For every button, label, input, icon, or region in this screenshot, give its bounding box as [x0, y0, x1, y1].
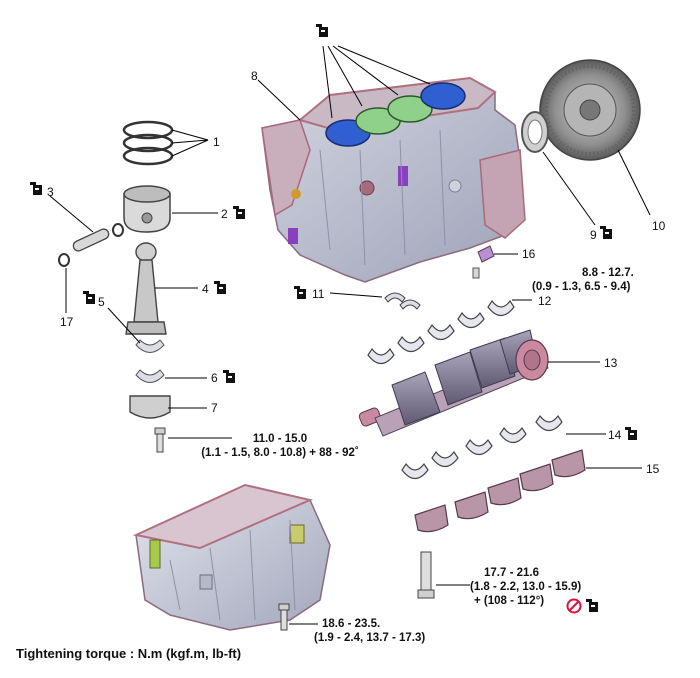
- cylinder-bore-3: [387, 95, 433, 123]
- callout-13: 13: [604, 356, 618, 370]
- callout-15: 15: [646, 462, 660, 476]
- leader-5: [107, 307, 141, 344]
- callout-16: 16: [522, 247, 536, 261]
- torque-main-bolt-line2: (1.8 - 2.2, 13.0 - 15.9): [470, 581, 582, 593]
- snap-ring-right: [112, 223, 124, 237]
- callout-5: 5: [98, 295, 105, 309]
- callout-7: 7: [211, 401, 218, 415]
- callout-4: 4: [202, 282, 209, 296]
- torque-pan-bolt-line1: 18.6 - 23.5.: [322, 618, 381, 630]
- main-bearing-caps: [414, 449, 586, 533]
- crankshaft: [358, 329, 549, 437]
- leader-9: [542, 151, 596, 226]
- callout-12: 12: [538, 294, 552, 308]
- callout-17: 17: [60, 315, 74, 329]
- upper-main-bearings: [367, 299, 515, 365]
- callout-11: 11: [312, 287, 325, 301]
- connecting-rod: [125, 242, 167, 335]
- leader-10: [617, 149, 651, 216]
- piston-pin: [72, 228, 110, 252]
- rod-bearing-upper: [135, 339, 165, 353]
- callout-14: 14: [608, 428, 622, 442]
- lower-main-bearings: [401, 414, 563, 480]
- torque-pan-bolt-line2: (1.9 - 2.4, 13.7 - 17.3): [314, 632, 426, 644]
- callout-3: 3: [47, 185, 54, 199]
- oil-can-icon: [316, 24, 328, 37]
- callout-9: 9: [590, 228, 597, 242]
- oil-can-icon: [625, 427, 637, 440]
- piston: [123, 185, 171, 233]
- torque-oil-jet: 8.8 - 12.7. (0.9 - 1.3, 6.5 - 9.4): [532, 266, 634, 294]
- oil-can-icon: [233, 206, 245, 219]
- rod-cap: [129, 395, 171, 419]
- oil-can-icon: [223, 370, 235, 383]
- snap-ring-left: [58, 253, 70, 267]
- bore-arrows: [322, 45, 431, 119]
- leader-1: [171, 129, 209, 157]
- cylinder-block: [261, 76, 526, 283]
- do-not-reuse-icon: [566, 598, 582, 614]
- leader-3: [49, 195, 94, 233]
- torque-rod-bolt-line1: 11.0 - 15.0: [252, 433, 308, 445]
- torque-pan-bolt: 18.6 - 23.5. (1.9 - 2.4, 13.7 - 17.3): [314, 617, 425, 645]
- oil-can-icon: [214, 281, 226, 294]
- oil-can-icon: [30, 182, 42, 195]
- oil-can-icon: [586, 599, 598, 612]
- flywheel: [539, 59, 641, 161]
- rod-bearing-lower: [135, 369, 165, 383]
- rear-oil-seal: [521, 111, 549, 153]
- leader-8: [257, 79, 301, 121]
- oil-can-icon: [83, 291, 95, 304]
- torque-oil-jet-line2: (0.9 - 1.3, 6.5 - 9.4): [532, 281, 631, 293]
- ladder-frame-bolt: [278, 603, 290, 631]
- rod-bolt: [154, 427, 166, 453]
- main-cap-bolt: [417, 551, 435, 599]
- cylinder-bore-4: [420, 82, 466, 110]
- torque-main-bolt-line3: + (108 - 112°): [474, 595, 545, 607]
- leader-11: [329, 292, 383, 298]
- callout-2: 2: [221, 207, 228, 221]
- torque-oil-jet-line1: 8.8 - 12.7.: [582, 267, 634, 279]
- callout-8: 8: [251, 69, 258, 83]
- callout-10: 10: [652, 219, 666, 233]
- torque-rod-bolt-line2: (1.1 - 1.5, 8.0 - 10.8) + 88 - 92˚: [201, 447, 359, 459]
- torque-main-bolt: 17.7 - 21.6 (1.8 - 2.2, 13.0 - 15.9) + (…: [470, 566, 581, 608]
- ladder-frame: [132, 483, 331, 631]
- torque-rod-bolt-block: 11.0 - 15.0 (1.1 - 1.5, 8.0 - 10.8) + 88…: [180, 432, 380, 460]
- oil-can-icon: [294, 286, 306, 299]
- thrust-bearings: [384, 292, 421, 310]
- callout-6: 6: [211, 371, 218, 385]
- callout-1: 1: [213, 135, 220, 149]
- torque-main-bolt-line1: 17.7 - 21.6: [484, 567, 539, 579]
- tightening-torque-footer: Tightening torque : N.m (kgf.m, lb-ft): [16, 646, 242, 661]
- oil-can-icon: [600, 226, 612, 239]
- piston-rings: [122, 120, 174, 166]
- oil-jet: [472, 245, 495, 279]
